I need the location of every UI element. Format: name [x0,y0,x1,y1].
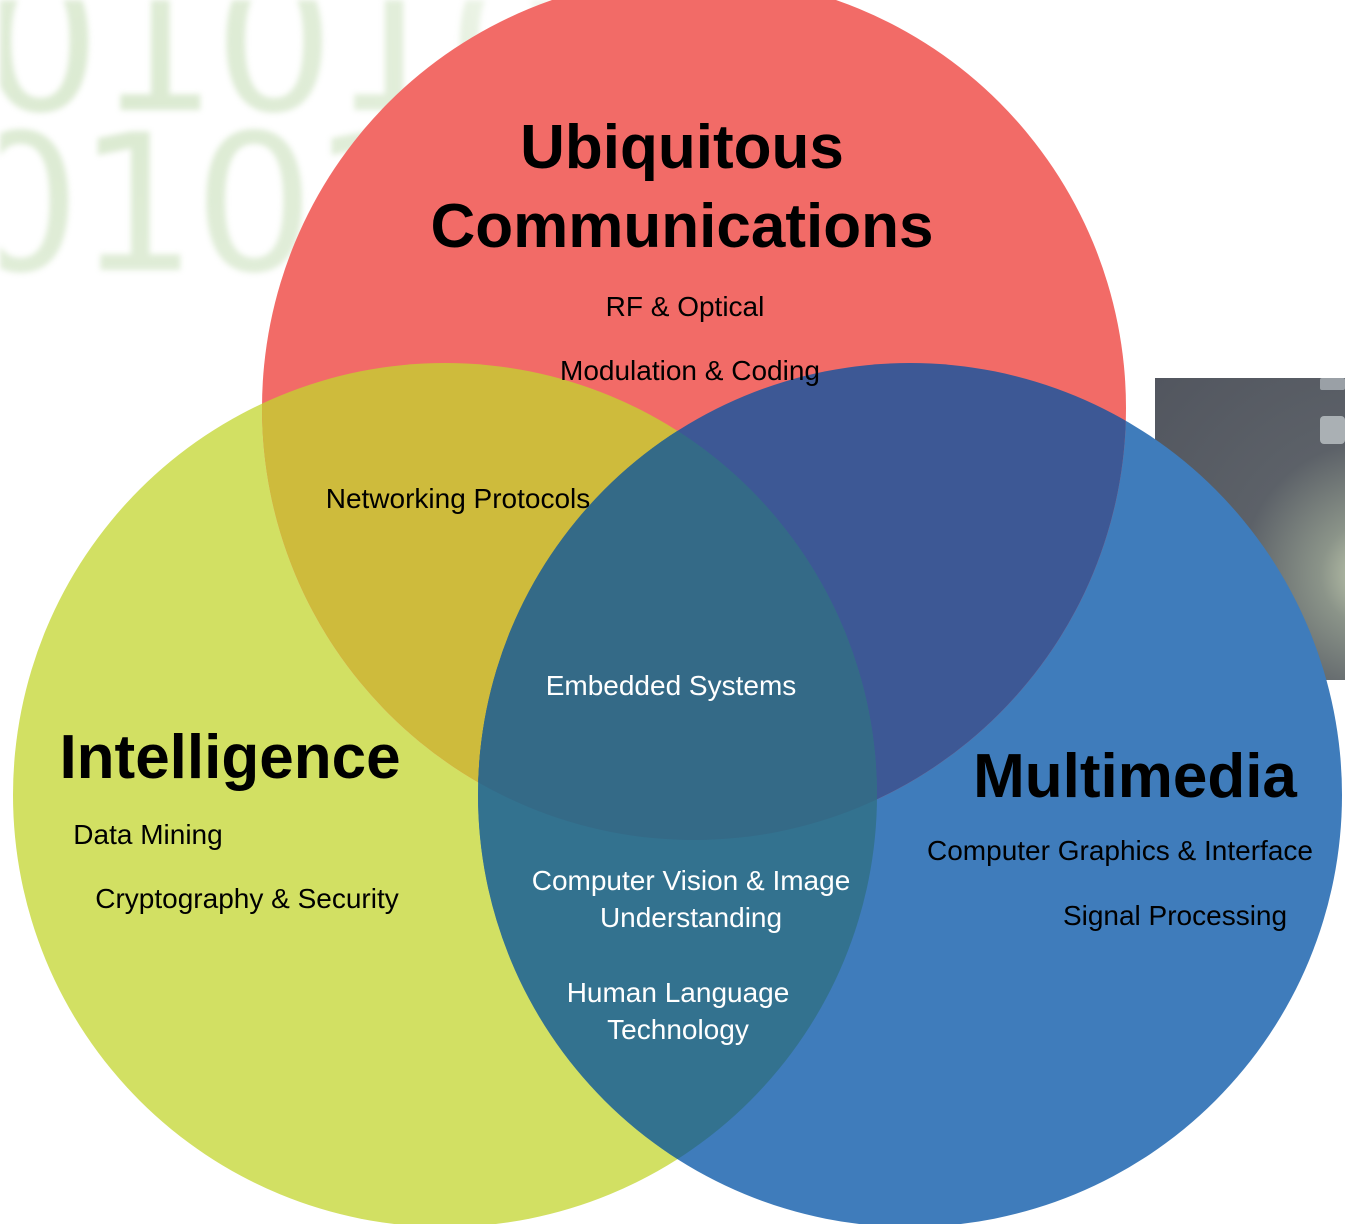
overlap-computer-vision-line-2: Understanding [599,902,783,933]
communications-title-line-2: Communications [430,192,934,261]
overlap-human-language-line-1: Human Language [566,977,790,1008]
communications-item-modulation-coding: Modulation & Coding [560,355,820,386]
center-overlap [478,363,877,840]
multimedia-item-computer-graphics: Computer Graphics & Interface [927,835,1313,866]
intelligence-item-data-mining: Data Mining [73,819,223,850]
device-key-top [1320,378,1345,390]
communications-item-rf-optical: RF & Optical [605,291,765,322]
overlap-networking-protocols: Networking Protocols [325,483,591,514]
multimedia-title: Multimedia [973,742,1297,811]
device-key [1320,416,1345,444]
communications-title-line-1: Ubiquitous [520,113,844,182]
multimedia-item-signal-processing: Signal Processing [1062,900,1288,931]
overlap-computer-vision-line-1: Computer Vision & Image [531,865,851,896]
intelligence-title: Intelligence [59,723,401,792]
intelligence-item-cryptography-security: Cryptography & Security [95,883,399,914]
overlap-human-language-line-2: Technology [607,1014,749,1045]
overlap-embedded-systems: Embedded Systems [545,670,797,701]
